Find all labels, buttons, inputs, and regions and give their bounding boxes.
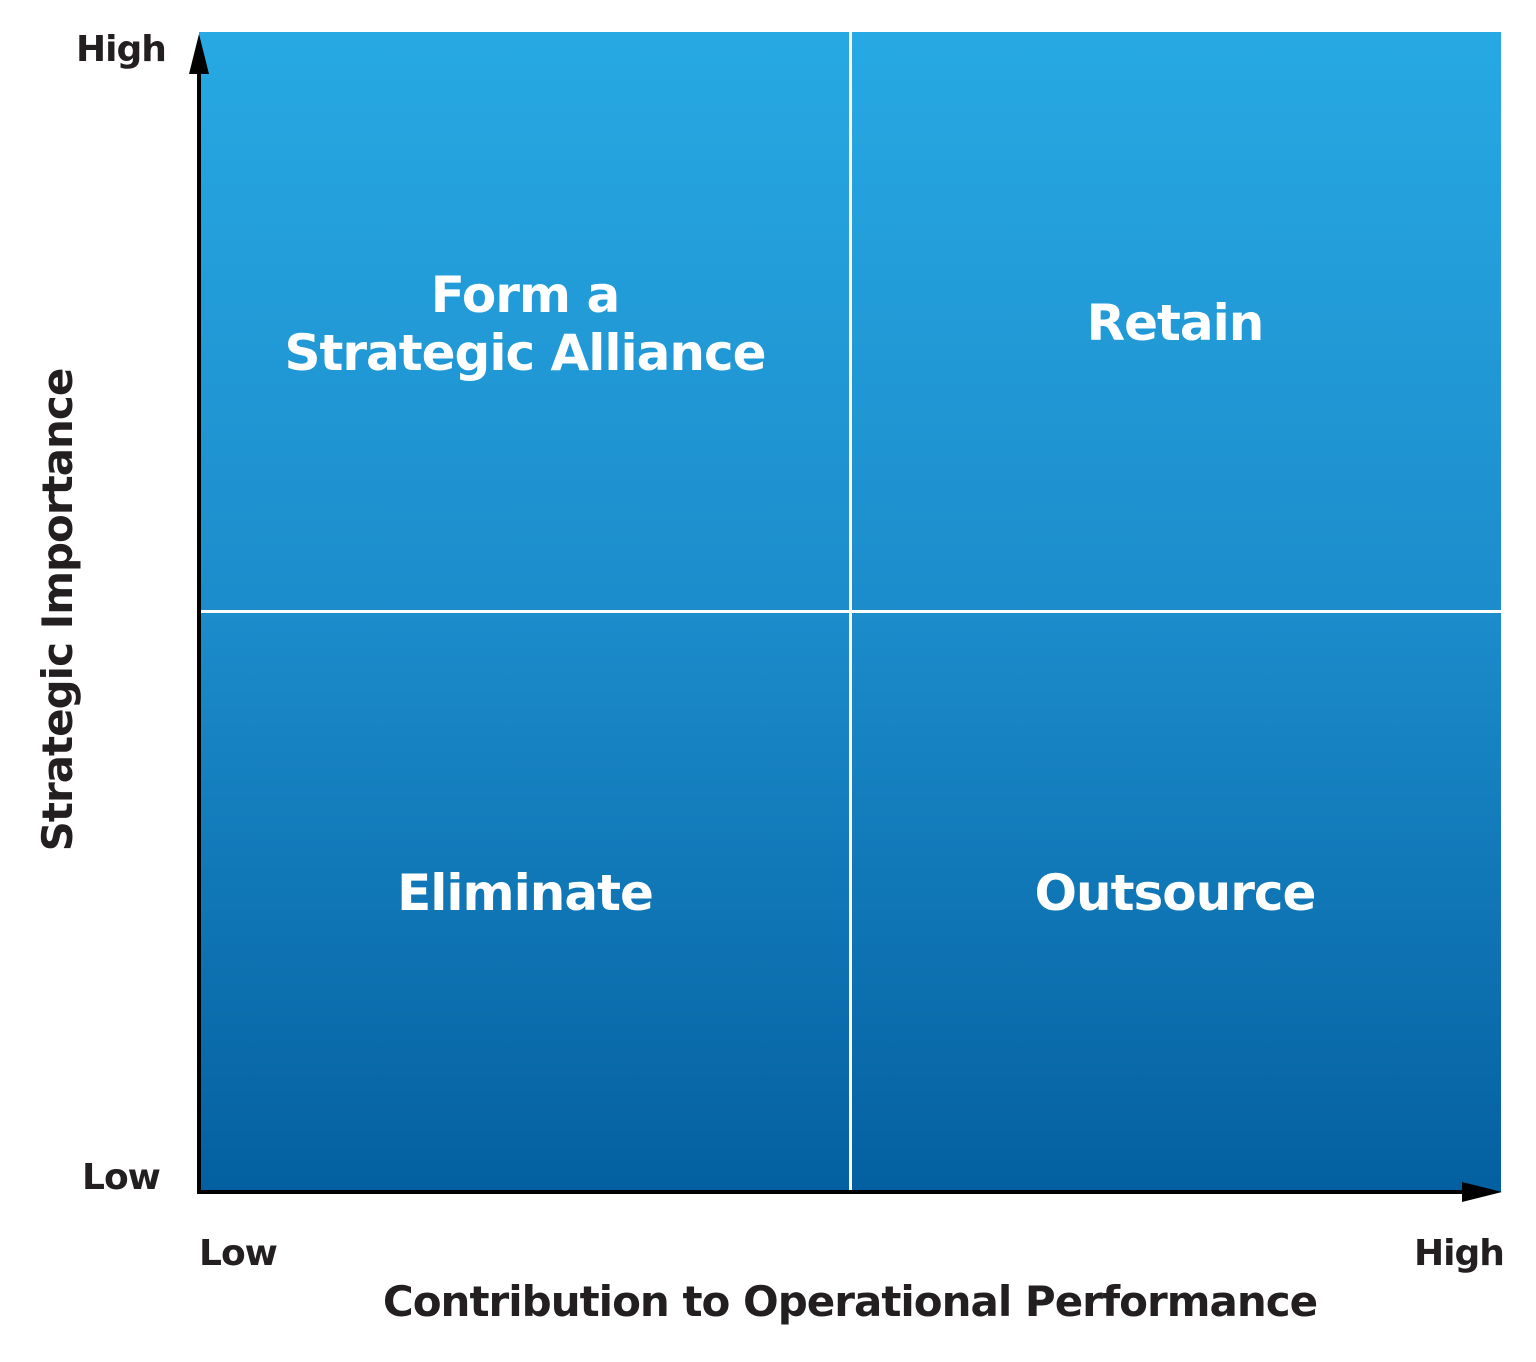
x-axis-low-label: Low xyxy=(199,1233,278,1274)
quadrant-top-left-line1: Form a xyxy=(430,266,620,324)
x-axis-arrowhead xyxy=(1462,1182,1502,1202)
y-axis-title: Strategic Importance xyxy=(33,368,82,852)
quadrant-bottom-left: Eliminate xyxy=(397,864,654,922)
quadrant-top-right: Retain xyxy=(1086,294,1265,352)
quadrant-top-left: Form a Strategic Alliance xyxy=(205,266,845,382)
quadrant-top-left-line2: Strategic Alliance xyxy=(284,324,766,382)
horizontal-divider xyxy=(199,610,1501,613)
y-axis-high-label: High xyxy=(76,29,167,70)
x-axis-high-label: High xyxy=(1414,1233,1505,1274)
quadrant-bottom-right: Outsource xyxy=(1034,864,1317,922)
y-axis-arrowhead xyxy=(189,34,209,74)
x-axis-title: Contribution to Operational Performance xyxy=(382,1277,1318,1326)
y-axis-low-label: Low xyxy=(82,1157,161,1198)
